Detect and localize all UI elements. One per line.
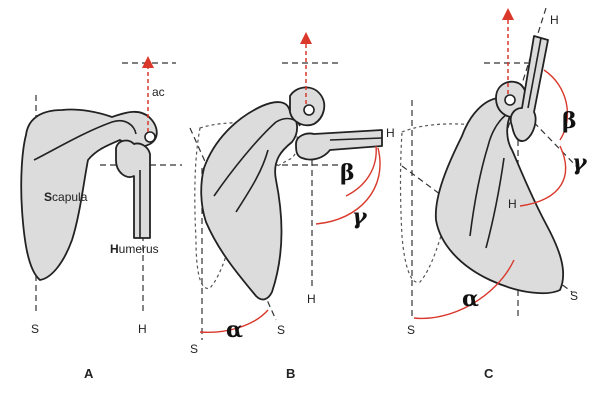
panel-c-h-top-label: H bbox=[550, 13, 559, 27]
panel-a-ac-label: ac bbox=[152, 85, 165, 99]
panel-a: ac Scapula Humerus S H A bbox=[21, 62, 182, 381]
panel-b: H H S S β γ α B bbox=[190, 38, 395, 381]
panel-b-scapula bbox=[201, 102, 297, 299]
panel-c-h-mid-label: H bbox=[508, 197, 517, 211]
panel-c-letter: C bbox=[484, 366, 494, 381]
panel-a-s-label: S bbox=[31, 322, 39, 336]
panel-b-gamma-label: γ bbox=[352, 204, 368, 230]
panel-a-h-label: H bbox=[138, 322, 147, 336]
panel-c-acromion-marker bbox=[505, 95, 515, 105]
panel-c-scapula bbox=[436, 98, 563, 293]
panel-b-s-axis-label: S bbox=[277, 323, 285, 337]
panel-c-gamma-label: γ bbox=[572, 150, 588, 176]
panel-c-alpha-label: α bbox=[462, 286, 479, 312]
panel-a-humerus-label: Humerus bbox=[110, 242, 159, 256]
panel-c-beta-label: β bbox=[562, 108, 577, 134]
panel-b-letter: B bbox=[286, 366, 295, 381]
panel-b-beta-label: β bbox=[340, 160, 355, 186]
panel-c-s-ref-label: S bbox=[407, 323, 415, 337]
panel-a-humerus bbox=[116, 141, 150, 238]
panel-b-s-ref-label: S bbox=[190, 342, 198, 356]
panel-c: H H S S β γ α C bbox=[401, 8, 589, 381]
panel-b-alpha-label: α bbox=[226, 317, 243, 343]
panel-b-humerus bbox=[296, 130, 382, 160]
panel-a-acromion-marker bbox=[145, 132, 155, 142]
panel-c-s-axis-label: S bbox=[570, 289, 578, 303]
panel-b-h-bottom-label: H bbox=[307, 292, 316, 306]
panel-a-letter: A bbox=[84, 366, 94, 381]
panel-b-acromion-marker bbox=[304, 105, 314, 115]
panel-a-scapula-label: Scapula bbox=[44, 190, 88, 204]
panel-b-h-top-label: H bbox=[386, 126, 395, 140]
